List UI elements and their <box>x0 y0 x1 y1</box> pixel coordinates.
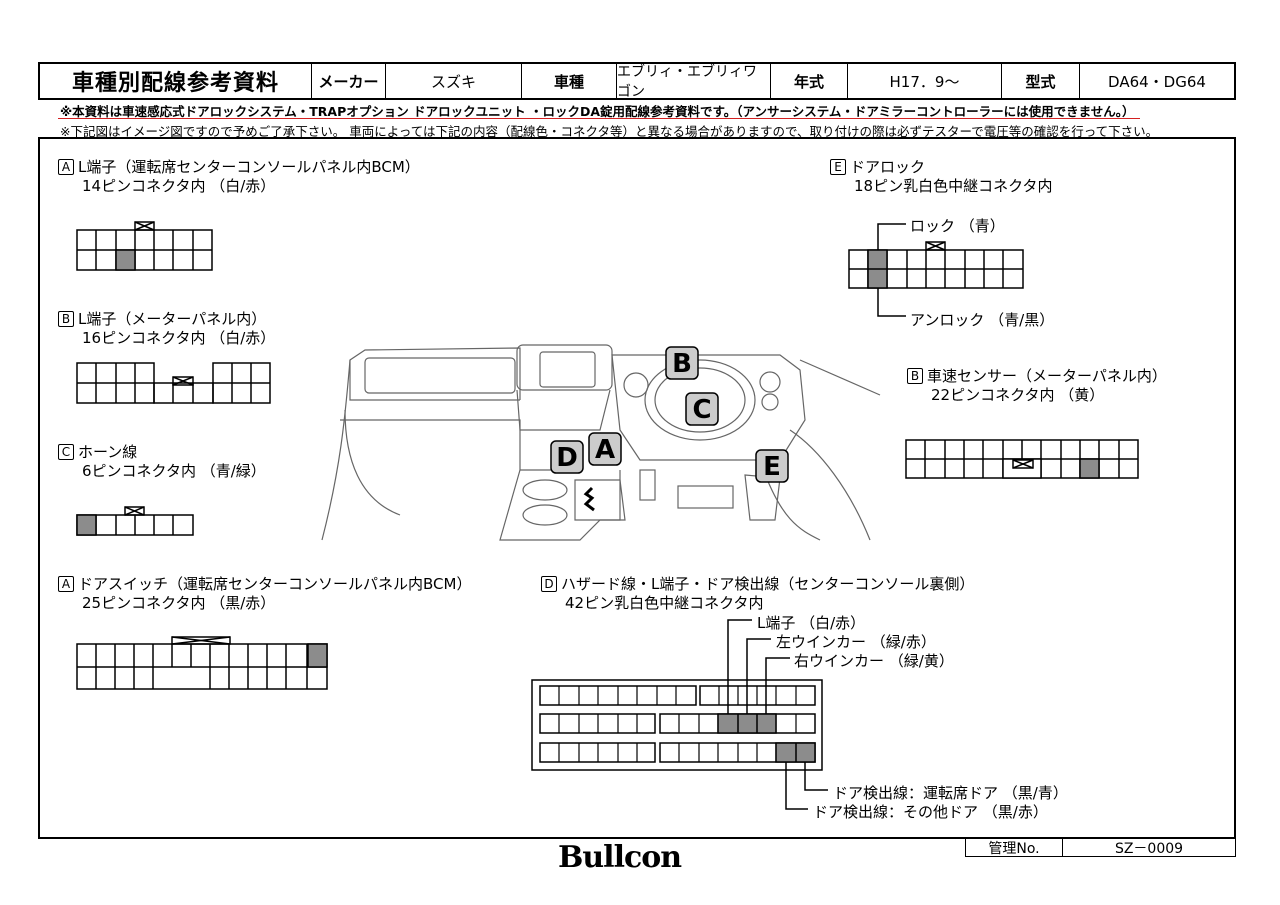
badge-e: E <box>830 159 846 175</box>
maker-label: メーカー <box>312 64 386 98</box>
section-title: ホーン線 <box>78 443 138 461</box>
section-title: ドアロック <box>850 158 926 176</box>
dash-letter-b: B <box>672 349 692 379</box>
maker-value: スズキ <box>386 64 522 98</box>
left-winker-label: 左ウインカー （緑/赤） <box>776 633 936 651</box>
dash-badge-b <box>665 346 699 380</box>
connector-e-18pin <box>848 223 1024 317</box>
dash-badge-c <box>685 392 719 426</box>
badge-b: B <box>58 311 74 327</box>
dash-letter-e: E <box>763 452 781 482</box>
badge-d: D <box>541 576 557 592</box>
badge-b: B <box>907 368 923 384</box>
diagram-frame <box>38 137 1236 839</box>
section-subtitle: 25ピンコネクタ内 （黒/赤） <box>82 594 276 612</box>
red-underline <box>58 118 1140 119</box>
door-driver-label: ドア検出線：運転席ドア （黒/青） <box>833 784 1068 802</box>
section-subtitle: 14ピンコネクタ内 （白/赤） <box>82 177 276 195</box>
bullcon-logo: Bullcon <box>558 840 682 875</box>
year-value: H17．9～ <box>848 64 1002 98</box>
connector-a-14pin <box>76 221 213 271</box>
section-title: 車速センサー（メーターパネル内） <box>927 367 1167 385</box>
connector-d-42pin <box>531 619 828 810</box>
note-applicability: ※本資料は車速感応式ドアロックシステム・TRAPオプション ドアロックユニット … <box>60 104 1135 119</box>
section-title: L端子（メーターパネル内） <box>78 310 267 328</box>
door-other-label: ドア検出線：その他ドア （黒/赤） <box>813 803 1048 821</box>
section-subtitle: 18ピン乳白色中継コネクタ内 <box>854 177 1053 195</box>
lock-label: ロック （青） <box>910 217 1005 235</box>
doc-title: 車種別配線参考資料 <box>40 64 312 98</box>
section-subtitle: 16ピンコネクタ内 （白/赤） <box>82 329 276 347</box>
dash-letter-c: C <box>692 395 712 425</box>
section-subtitle: 42ピン乳白色中継コネクタ内 <box>565 594 764 612</box>
type-label: 型式 <box>1002 64 1080 98</box>
dashboard-illustration <box>321 344 881 541</box>
dash-badge-e <box>755 449 789 483</box>
year-label: 年式 <box>771 64 848 98</box>
header-table: 車種別配線参考資料 メーカー スズキ 車種 エブリィ・エブリィワゴン 年式 H1… <box>38 62 1236 100</box>
section-title: ハザード線・L端子・ドア検出線（センターコンソール裏側） <box>561 575 975 593</box>
connector-a-25pin <box>76 636 328 690</box>
dash-badge-d <box>550 440 584 474</box>
connector-b-22pin <box>905 439 1139 479</box>
dash-letter-a: A <box>594 435 616 465</box>
mgmt-number: SZ－0009 <box>1114 840 1184 857</box>
badge-a: A <box>58 576 74 592</box>
unlock-label: アンロック （青/黒） <box>910 311 1055 329</box>
section-title: L端子（運転席センターコンソールパネル内BCM） <box>78 158 420 176</box>
note-disclaimer: ※下記図はイメージ図ですので予めご了承下さい。 車両によっては下記の内容（配線色… <box>60 124 1159 139</box>
section-title: ドアスイッチ（運転席センターコンソールパネル内BCM） <box>78 575 472 593</box>
dash-badges <box>550 346 789 483</box>
model-value: エブリィ・エブリィワゴン <box>617 64 771 100</box>
mgmt-label: 管理No. <box>966 839 1063 857</box>
dash-badge-a <box>588 432 622 466</box>
section-subtitle: 22ピンコネクタ内 （黄） <box>931 386 1105 404</box>
l-terminal-label: L端子 （白/赤） <box>757 614 866 632</box>
right-winker-label: 右ウインカー （緑/黄） <box>794 652 954 670</box>
badge-a: A <box>58 159 74 175</box>
section-subtitle: 6ピンコネクタ内 （青/緑） <box>82 462 266 480</box>
type-value: DA64・DG64 <box>1108 72 1206 91</box>
connector-c-6pin <box>76 506 194 536</box>
model-label: 車種 <box>522 64 617 98</box>
dash-letter-d: D <box>556 443 578 473</box>
management-number-box: 管理No. SZ－0009 <box>965 838 1236 857</box>
connector-b-16pin <box>76 362 271 404</box>
badge-c: C <box>58 444 74 460</box>
